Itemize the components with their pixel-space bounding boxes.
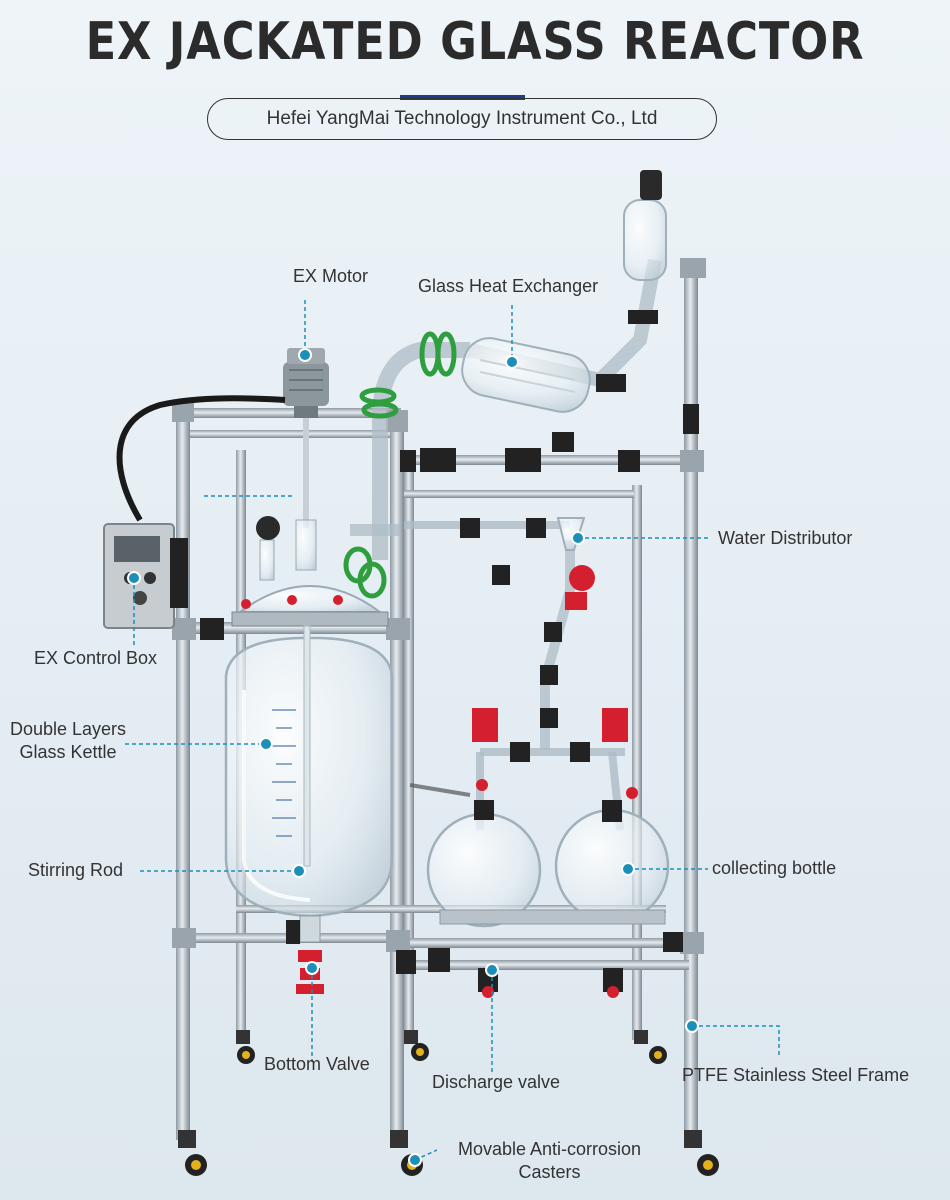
casters	[178, 1030, 719, 1176]
heat-exchanger	[461, 170, 667, 413]
glass-kettle	[224, 625, 394, 918]
company-name-badge: Hefei YangMai Technology Instrument Co.,…	[207, 98, 717, 140]
control-box	[103, 523, 188, 629]
label-ptfe-stainless-steel-frame: PTFE Stainless Steel Frame	[682, 1065, 910, 1085]
label-stirring-rod: Stirring Rod	[28, 860, 124, 880]
label-ex-control-box: EX Control Box	[34, 648, 158, 668]
label-double-layers-glass-kettle: Double Layers Glass Kettle	[0, 718, 136, 764]
label-double-layers-line2: Glass Kettle	[19, 742, 117, 762]
label-casters-line1: Movable Anti-corrosion	[457, 1139, 642, 1159]
label-ex-motor: EX Motor	[293, 266, 369, 286]
callout-dots	[127, 348, 699, 1167]
label-bottom-valve: Bottom Valve	[264, 1054, 370, 1074]
label-movable-anti-corrosion-casters: Movable Anti-corrosion Casters	[437, 1138, 662, 1184]
page-title: EX JACKATED GLASS REACTOR	[85, 12, 865, 72]
motor	[283, 348, 329, 528]
title-accent-bar	[400, 95, 525, 100]
label-double-layers-line1: Double Layers	[9, 719, 127, 739]
reactor-lid	[231, 516, 389, 627]
green-clamps	[343, 331, 457, 599]
label-casters-line2: Casters	[518, 1162, 581, 1182]
label-glass-heat-exchanger: Glass Heat Exchanger	[418, 276, 599, 296]
label-water-distributor: Water Distributor	[718, 528, 853, 548]
bottom-valve	[286, 915, 324, 994]
water-distributor	[460, 432, 595, 762]
collecting-bottles	[426, 708, 670, 928]
label-discharge-valve: Discharge valve	[432, 1072, 561, 1092]
discharge-valves	[478, 968, 623, 998]
label-collecting-bottle: collecting bottle	[712, 858, 837, 878]
callout-lines	[125, 300, 780, 1161]
